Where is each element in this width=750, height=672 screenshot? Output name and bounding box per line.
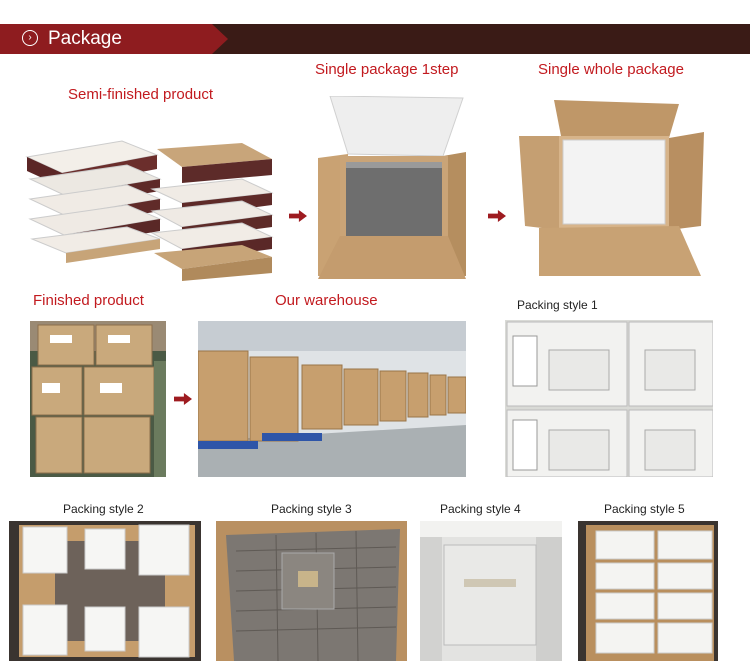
label-finished: Finished product [33,292,144,309]
label-single-1step: Single package 1step [315,61,459,78]
label-packing-style-4: Packing style 4 [440,502,521,516]
single-whole-package-photo [519,100,705,277]
packing-style-2-photo [9,521,201,661]
packing-style-4-photo [420,521,562,661]
semi-finished-photo [22,135,277,285]
header-accent [0,24,228,54]
arrow-right-icon [174,393,192,405]
label-warehouse: Our warehouse [275,292,378,309]
label-packing-style-1: Packing style 1 [517,298,598,312]
section-title: Package [48,28,122,49]
label-packing-style-5: Packing style 5 [604,502,685,516]
label-single-whole: Single whole package [538,61,684,78]
chevron-circle-icon: › [22,30,38,46]
label-packing-style-3: Packing style 3 [271,502,352,516]
packing-style-5-photo [578,521,718,661]
packing-style-1-photo [505,320,713,477]
warehouse-photo [198,321,466,477]
single-package-1step-photo [318,96,466,279]
packing-style-3-photo [216,521,407,661]
label-packing-style-2: Packing style 2 [63,502,144,516]
arrow-right-icon [289,210,307,222]
label-semi-finished: Semi-finished product [68,86,214,103]
finished-product-photo [30,321,166,477]
arrow-right-icon [488,210,506,222]
